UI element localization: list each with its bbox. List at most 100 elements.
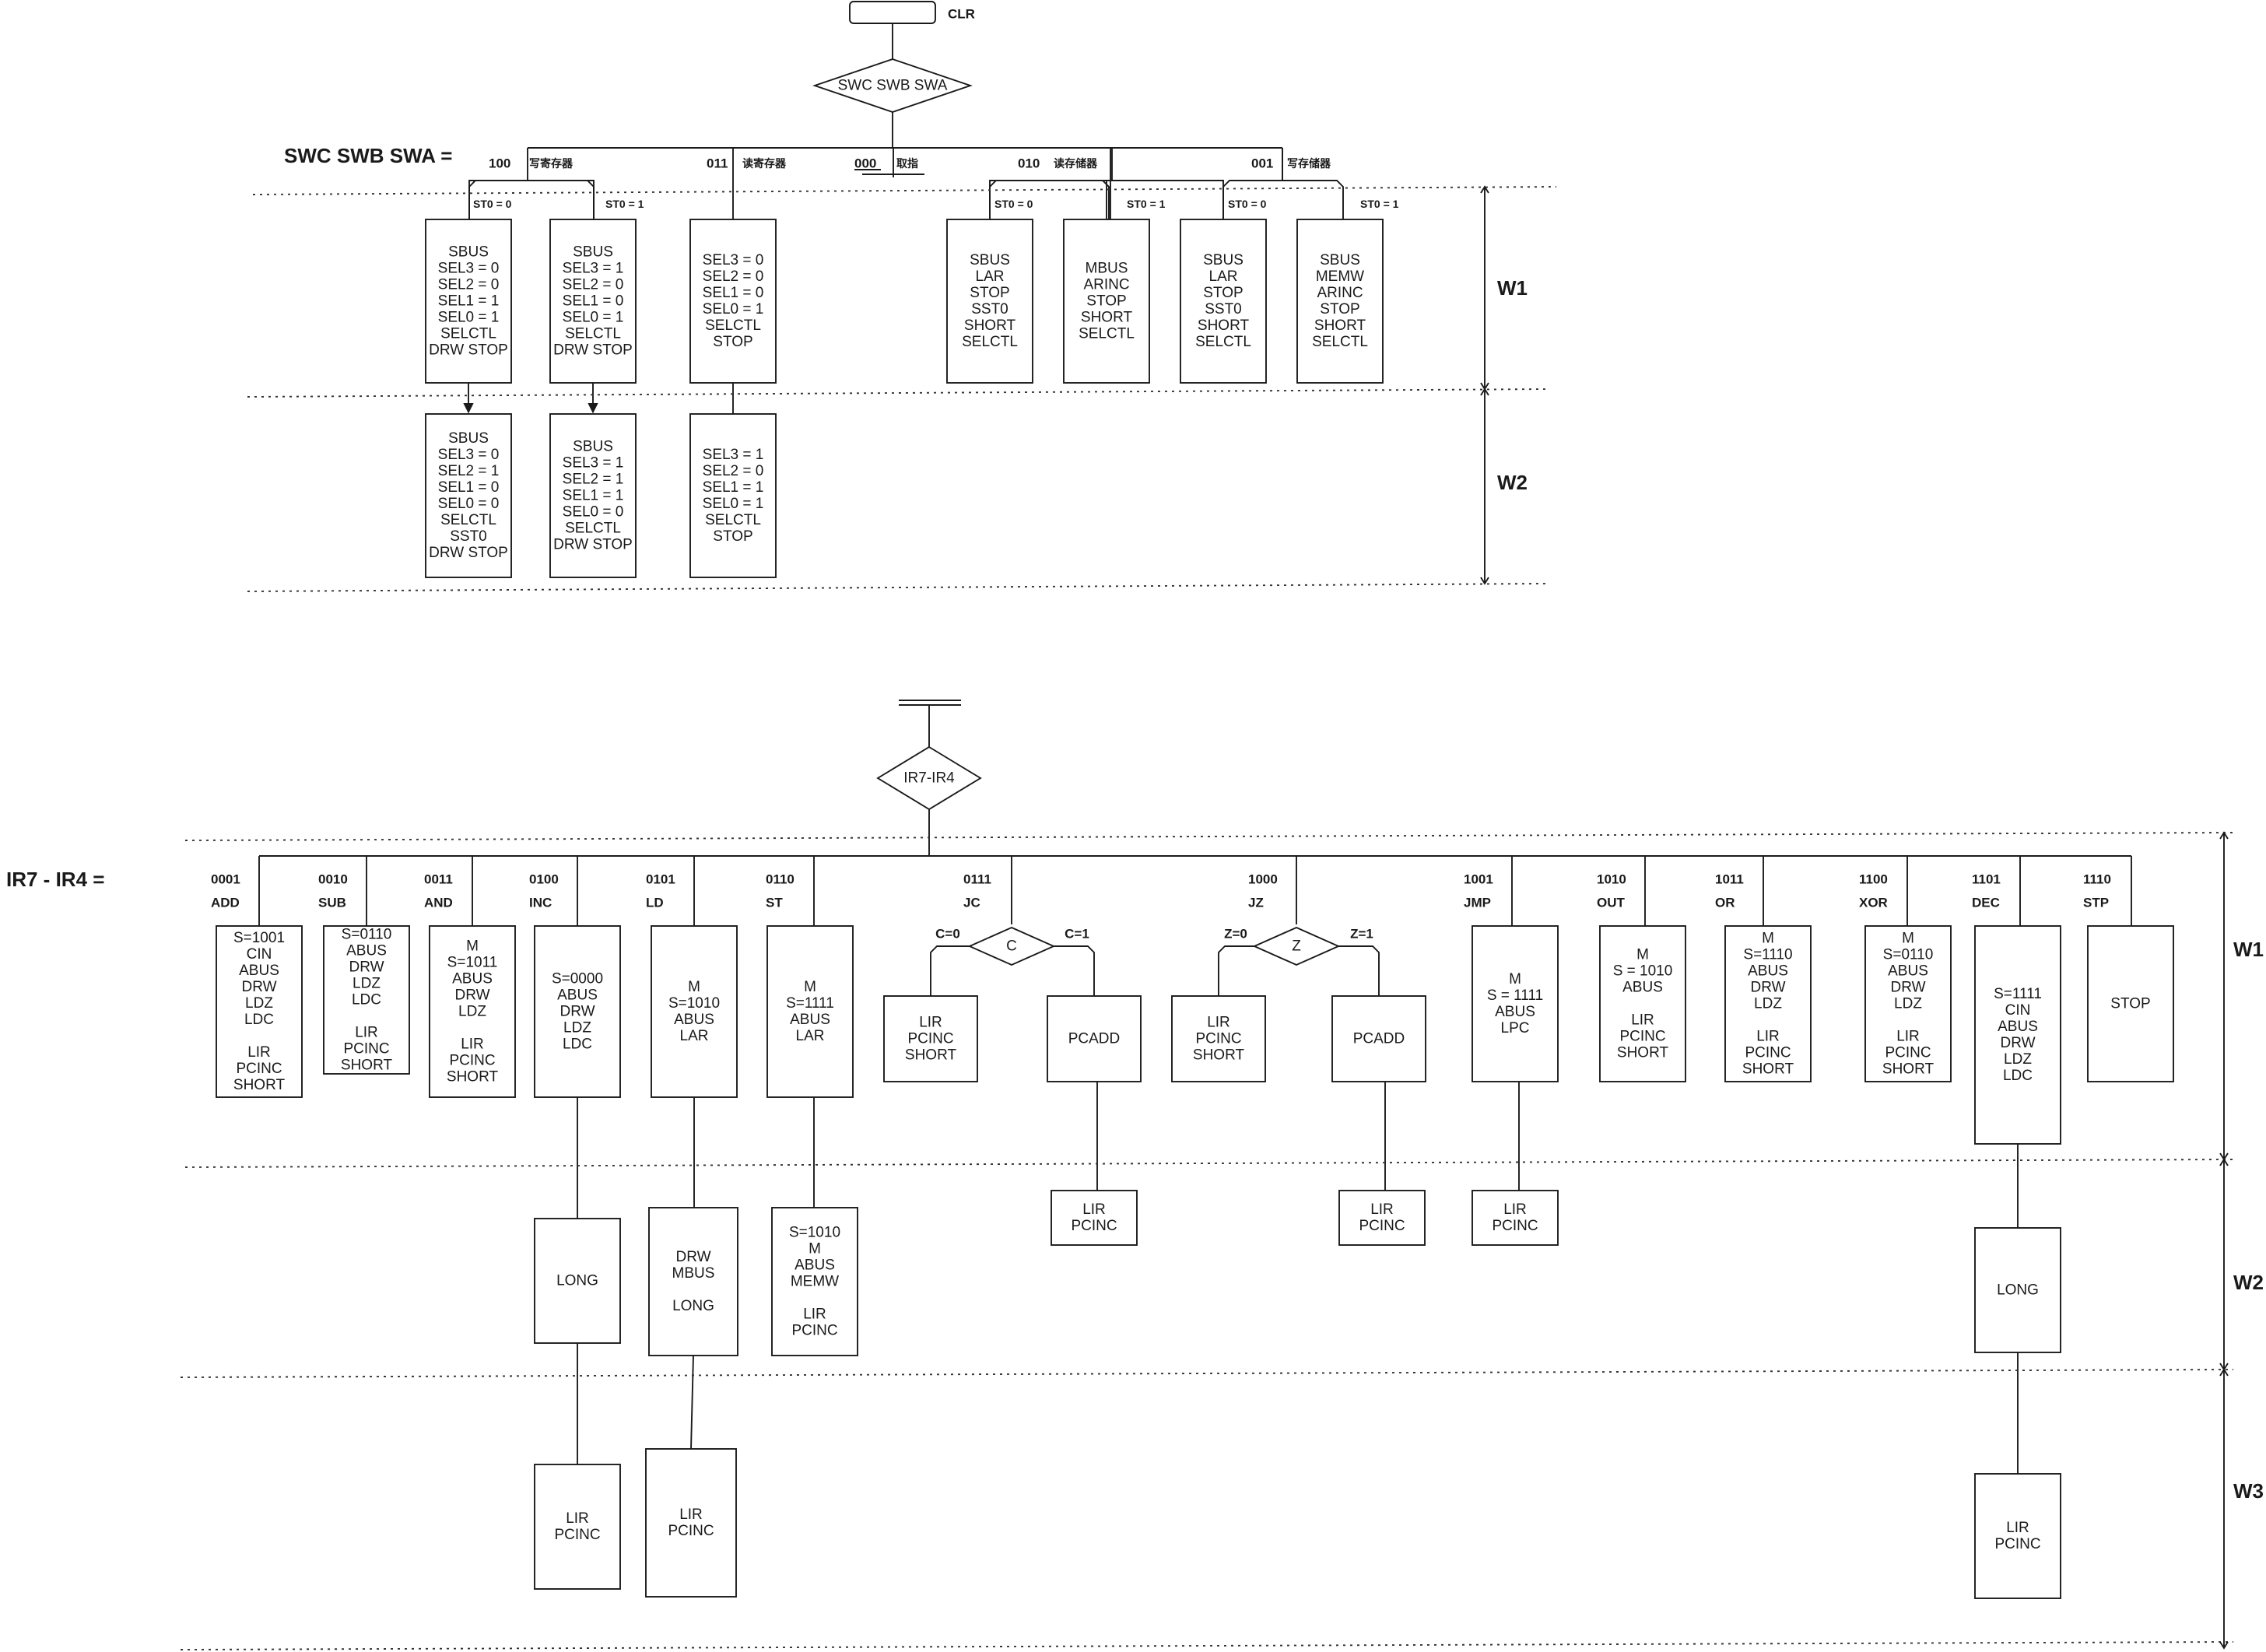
- switch-w1-box-4-line: STOP: [1086, 293, 1126, 310]
- instr-phase-sep-1: [184, 1159, 2234, 1168]
- instr-w1-box-add-line: SHORT: [233, 1077, 286, 1093]
- switch-code-001: 001: [1251, 156, 1273, 171]
- instr-w1-box-xor: [1864, 925, 1952, 1082]
- switch-w2-box-0-line: SELCTL: [440, 512, 496, 528]
- st0-label-4: ST0 = 0: [1228, 198, 1267, 210]
- instr-w1-box-dec-line: CIN: [2005, 1002, 2031, 1019]
- switch-w2-box-1-line: SEL2 = 1: [563, 472, 624, 488]
- switch-w1-box-1-line: SEL1 = 0: [563, 293, 624, 310]
- instr-w2-box-jc-line: LIR: [1082, 1201, 1106, 1218]
- instr-phase-label-w2: W2: [2233, 1271, 2264, 1294]
- jc-left-line: [930, 945, 970, 996]
- switch-w1-box-1: [549, 219, 637, 384]
- instr-w1-box-or-line: ABUS: [1748, 963, 1788, 980]
- jz-left-line: [1218, 945, 1254, 996]
- instr-w1-box-sub: [323, 925, 410, 1075]
- instr-w1-box-inc-line: S=0000: [552, 971, 603, 987]
- instr-w1-box-st-line: ABUS: [790, 1012, 830, 1028]
- jz-no-jump-box: [1171, 995, 1266, 1082]
- switch-w1-box-0-line: SEL0 = 1: [438, 310, 500, 326]
- instr-w2-box-st-line: M: [809, 1241, 821, 1257]
- instr-w1-box-jmp-line: ABUS: [1495, 1004, 1535, 1020]
- instr-name-add: ADD: [211, 896, 240, 910]
- switch-w2-box-0: [425, 413, 512, 578]
- instr-w2-box-jmp-line: PCINC: [1492, 1218, 1538, 1234]
- instr-code-0101: 0101: [646, 872, 675, 887]
- instr-phase-sep-2: [180, 1369, 2234, 1378]
- instr-w1-box-jmp-line: S = 1111: [1487, 987, 1543, 1004]
- instr-w1-box-add-line: DRW: [241, 979, 276, 995]
- instr-name-st: ST: [766, 896, 783, 910]
- instr-w1-box-and-line: PCINC: [449, 1053, 495, 1069]
- instr-w2-box-jc-line: PCINC: [1071, 1218, 1117, 1234]
- instr-w1-box-xor-line: PCINC: [1885, 1045, 1931, 1061]
- instr-w1-box-add-line: ABUS: [239, 963, 279, 979]
- switch-phase-label-w1: W1: [1497, 276, 1528, 300]
- instr-w1-box-out-line: M: [1636, 947, 1649, 963]
- instr-code-0111: 0111: [963, 872, 991, 887]
- instr-w1-box-sub-line: DRW: [349, 959, 384, 976]
- instr-w2-box-ld-line: LONG: [672, 1298, 714, 1314]
- jz-no-jump-box-line: LIR: [1207, 1015, 1230, 1031]
- st0-cap-read-mem: [989, 180, 1110, 219]
- switch-w1-box-5-line: SHORT: [1198, 317, 1250, 334]
- switch-w2-box-0-line: SEL1 = 0: [438, 479, 500, 496]
- switch-code-010: 010: [1018, 156, 1040, 171]
- switch-w1-box-5-line: SBUS: [1203, 252, 1243, 268]
- jc-no-jump-box-line: SHORT: [905, 1047, 957, 1064]
- instr-w2-box-st-line: LIR: [803, 1307, 826, 1323]
- instr-w1-box-out-line: PCINC: [1619, 1029, 1665, 1045]
- instr-w1-box-st-line: M: [804, 979, 816, 995]
- switch-w2-box-1-line: SEL0 = 0: [563, 504, 624, 521]
- instr-w2-box-dec: [1974, 1227, 2061, 1353]
- switch-w1-box-6-line: SELCTL: [1312, 334, 1368, 350]
- instr-w1-box-inc-line: LDZ: [563, 1020, 591, 1036]
- instr-w1-box-out-line: SHORT: [1617, 1045, 1669, 1061]
- switch-w1-box-6-line: SHORT: [1314, 317, 1366, 334]
- instr-name-sub: SUB: [318, 896, 346, 910]
- switch-w1-box-6-line: MEMW: [1316, 268, 1364, 285]
- switch-w1-box-5-line: SST0: [1205, 301, 1242, 317]
- jc-no-jump-box-line: LIR: [919, 1015, 942, 1031]
- instr-code-1101: 1101: [1972, 872, 2001, 887]
- instr-phase-label-w3: W3: [2233, 1479, 2264, 1503]
- instr-name-inc: INC: [529, 896, 552, 910]
- switch-w2-box-0-line: SST0: [450, 528, 487, 545]
- instr-w1-box-and-line: ABUS: [452, 971, 493, 987]
- instr-w3-box-dec-line: PCINC: [1994, 1536, 2040, 1552]
- instr-name-jz: JZ: [1248, 896, 1264, 910]
- instr-w1-box-dec-line: S=1111: [1994, 986, 2042, 1002]
- jz-left-label: Z=0: [1224, 927, 1247, 942]
- switch-w1-box-1-line: SELCTL: [565, 326, 621, 342]
- jc-jump-box-line: PCADD: [1068, 1031, 1121, 1047]
- switch-w1-box-3: [946, 219, 1033, 384]
- instr-w1-box-sub-line: LDC: [352, 992, 381, 1008]
- switch-w1-box-0-line: SEL3 = 0: [438, 261, 500, 277]
- instr-w1-box-xor-line: ABUS: [1888, 963, 1928, 980]
- instr-w1-box-add-line: LDZ: [245, 995, 273, 1012]
- switch-w1-box-6-line: ARINC: [1317, 285, 1363, 301]
- instr-w1-box-xor-line: M: [1902, 931, 1914, 947]
- switch-w2-box-2-line: SEL0 = 1: [703, 496, 764, 512]
- instr-w1-box-dec: [1974, 925, 2061, 1145]
- instr-w1-box-jmp-line: LPC: [1501, 1020, 1530, 1036]
- jz-jump-box: [1331, 995, 1426, 1082]
- switch-w2-box-2-line: SELCTL: [705, 512, 761, 528]
- st0-label-3: ST0 = 1: [1127, 198, 1166, 210]
- switch-w2-box-1-line: SEL3 = 1: [563, 455, 624, 472]
- instr-code-0100: 0100: [529, 872, 559, 887]
- jc-no-jump-box: [883, 995, 978, 1082]
- instr-w1-box-and: [429, 925, 516, 1098]
- swc-swb-swa-decision-label: SWC SWB SWA: [838, 78, 948, 94]
- swc-swb-swa-label: SWC SWB SWA =: [284, 144, 452, 167]
- instr-code-1000: 1000: [1248, 872, 1278, 887]
- jc-right-line: [1054, 945, 1095, 996]
- instr-w3-box-ld: [645, 1448, 737, 1598]
- instr-w2-box-inc: [534, 1218, 621, 1344]
- instr-w1-box-and-line: S=1011: [447, 955, 498, 971]
- instr-w2-box-st-line: S=1010: [789, 1225, 840, 1241]
- instr-w1-box-add-line: CIN: [247, 946, 272, 963]
- switch-w1-box-0: [425, 219, 512, 384]
- st0-label-2: ST0 = 0: [994, 198, 1033, 210]
- switch-w1-box-1-line: SEL2 = 0: [563, 277, 624, 293]
